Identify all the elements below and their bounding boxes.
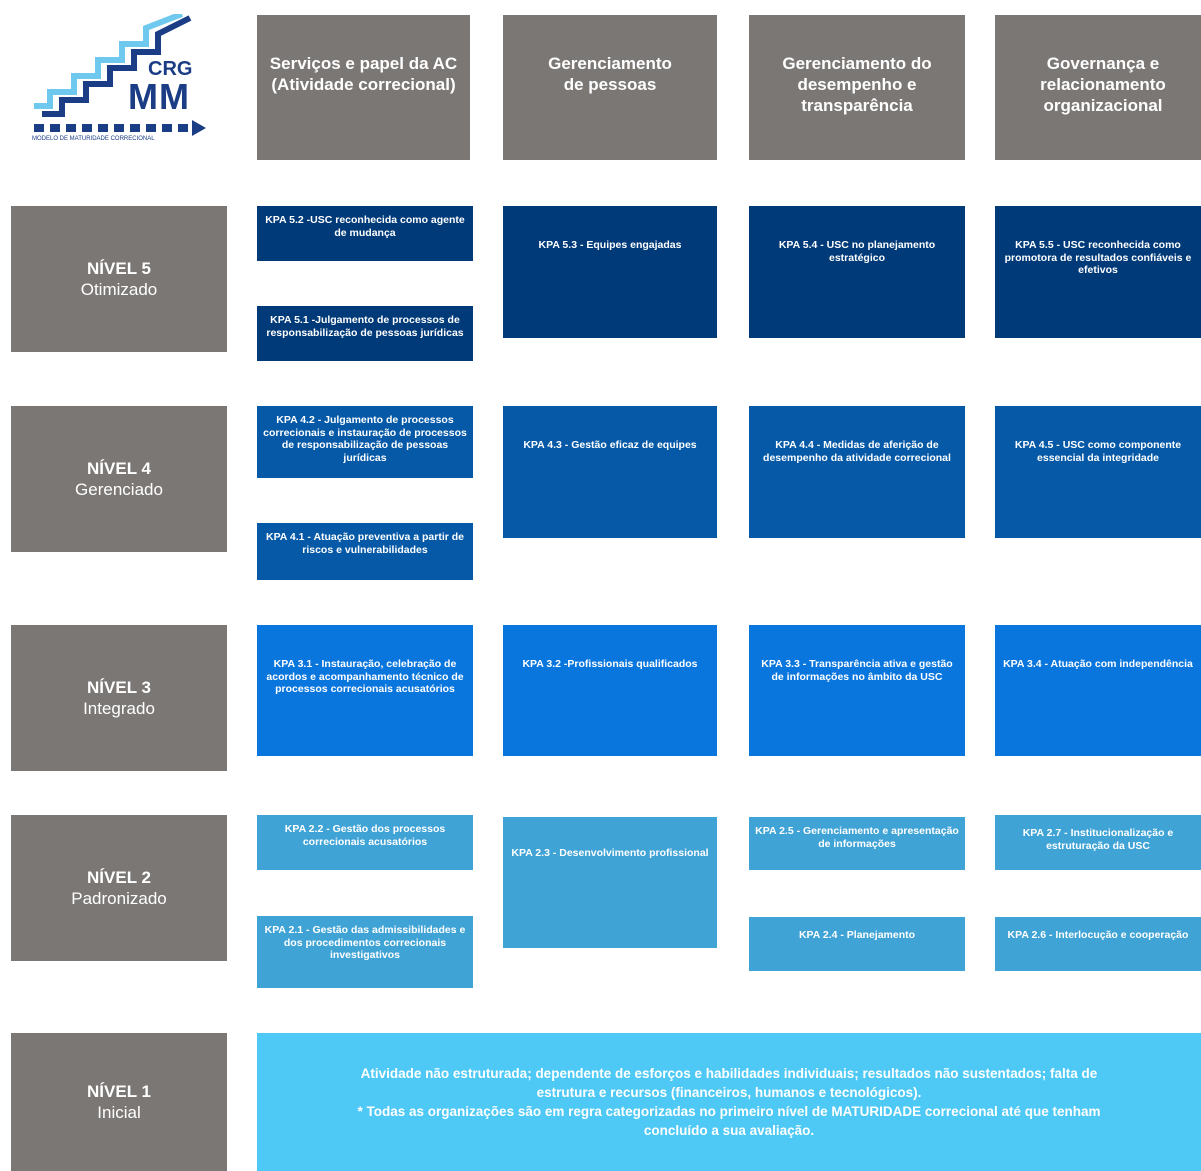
kpa-4-1-box: KPA 4.1 - Atuação preventiva a partir de… [257, 523, 473, 580]
kpa-2-4-box: KPA 2.4 - Planejamento [749, 917, 965, 971]
column-header-governance-line3: organizacional [1043, 96, 1163, 115]
kpa-2-2-box: KPA 2.2 - Gestão dos processos correcion… [257, 815, 473, 870]
level-1-description-line1: Atividade não estruturada; dependente de… [360, 1066, 1098, 1081]
level-1-description-line3: * Todas as organizações são em regra cat… [357, 1104, 1101, 1119]
crg-mm-logo: CRG MM MODELO DE MATURIDADE CORRECIONAL [30, 11, 210, 149]
level-2-name: Padronizado [71, 889, 167, 908]
level-5-number: NÍVEL 5 [87, 259, 151, 278]
kpa-5-5-box: KPA 5.5 - USC reconhecida como promotora… [995, 206, 1201, 338]
level-4-number: NÍVEL 4 [87, 459, 151, 478]
level-1-label: NÍVEL 1 Inicial [11, 1033, 227, 1171]
kpa-4-2-box: KPA 4.2 - Julgamento de processos correc… [257, 406, 473, 478]
kpa-5-3-box: KPA 5.3 - Equipes engajadas [503, 206, 717, 338]
level-4-name: Gerenciado [75, 480, 163, 499]
logo-tagline: MODELO DE MATURIDADE CORRECIONAL [32, 136, 155, 142]
column-header-governance-line1: Governança e [1046, 54, 1160, 73]
column-header-performance: Gerenciamento do desempenho e transparên… [749, 15, 965, 160]
level-1-name: Inicial [97, 1103, 141, 1122]
level-4-label: NÍVEL 4 Gerenciado [11, 406, 227, 552]
kpa-2-3-box: KPA 2.3 - Desenvolvimento profissional [503, 817, 717, 948]
kpa-4-5-box: KPA 4.5 - USC como componente essencial … [995, 406, 1201, 538]
kpa-3-4-box: KPA 3.4 - Atuação com independência [995, 625, 1201, 756]
column-header-services: Serviços e papel da AC (Atividade correc… [257, 15, 470, 160]
column-header-services-line2: (Atividade correcional) [271, 75, 456, 94]
level-1-description: Atividade não estruturada; dependente de… [257, 1033, 1201, 1171]
column-header-people: Gerenciamento de pessoas [503, 15, 717, 160]
kpa-2-5-box: KPA 2.5 - Gerenciamento e apresentação d… [749, 817, 965, 870]
kpa-3-2-box: KPA 3.2 -Profissionais qualificados [503, 625, 717, 756]
kpa-5-2-box: KPA 5.2 -USC reconhecida como agente de … [257, 206, 473, 261]
level-5-name: Otimizado [80, 280, 158, 299]
kpa-4-4-box: KPA 4.4 - Medidas de aferição de desempe… [749, 406, 965, 538]
column-header-performance-line1: Gerenciamento do [782, 54, 932, 73]
logo-brand-top: CRG [148, 58, 193, 80]
logo-stairs-graphic [34, 11, 206, 136]
column-header-performance-line2: desempenho e [797, 75, 917, 94]
kpa-5-1-box: KPA 5.1 -Julgamento de processos de resp… [257, 306, 473, 361]
kpa-3-3-box: KPA 3.3 - Transparência ativa e gestão d… [749, 625, 965, 756]
column-header-governance: Governança e relacionamento organizacion… [995, 15, 1201, 160]
kpa-2-1-box: KPA 2.1 - Gestão das admissibilidades e … [257, 916, 473, 988]
column-header-people-line1: Gerenciamento [548, 54, 672, 73]
level-5-label: NÍVEL 5 Otimizado [11, 206, 227, 352]
column-header-governance-line2: relacionamento [1040, 75, 1166, 94]
kpa-3-1-box: KPA 3.1 - Instauração, celebração de aco… [257, 625, 473, 756]
level-2-number: NÍVEL 2 [87, 868, 151, 887]
column-header-services-line1: Serviços e papel da AC [269, 54, 458, 73]
kpa-4-3-box: KPA 4.3 - Gestão eficaz de equipes [503, 406, 717, 538]
column-header-people-line2: de pessoas [563, 75, 657, 94]
level-1-description-line2: estrutura e recursos (financeiros, human… [536, 1085, 922, 1100]
level-1-description-line4: concluído a sua avaliação. [643, 1123, 815, 1138]
logo-brand-bottom: MM [128, 76, 190, 117]
kpa-5-4-box: KPA 5.4 - USC no planejamento estratégic… [749, 206, 965, 338]
level-1-number: NÍVEL 1 [87, 1082, 151, 1101]
column-header-performance-line3: transparência [801, 96, 913, 115]
kpa-2-7-box: KPA 2.7 - Institucionalização e estrutur… [995, 815, 1201, 870]
level-3-label: NÍVEL 3 Integrado [11, 625, 227, 771]
level-2-label: NÍVEL 2 Padronizado [11, 815, 227, 961]
kpa-2-6-box: KPA 2.6 - Interlocução e cooperação [995, 917, 1201, 971]
level-3-number: NÍVEL 3 [87, 678, 151, 697]
level-3-name: Integrado [83, 699, 155, 718]
